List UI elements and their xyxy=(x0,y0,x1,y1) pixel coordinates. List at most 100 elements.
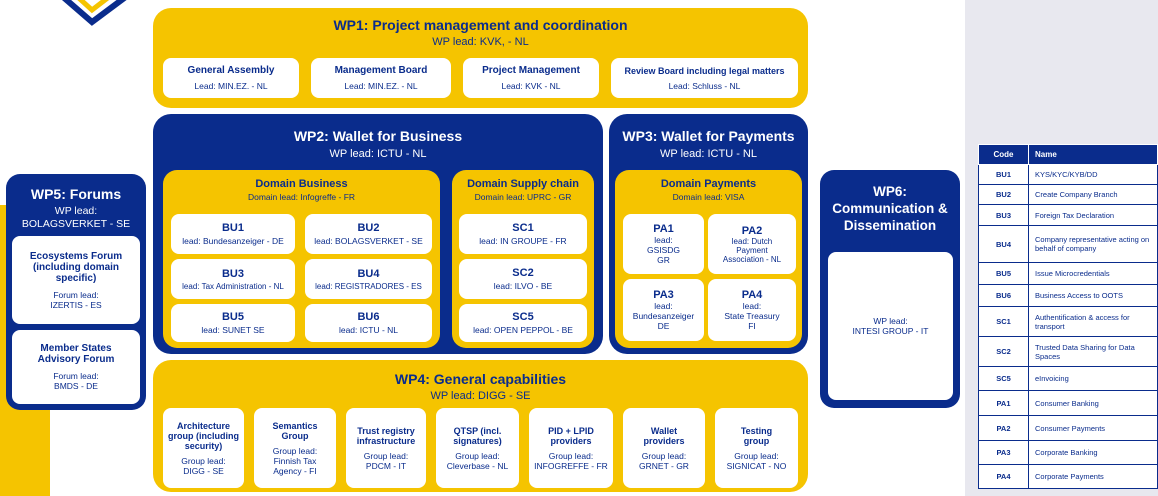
row-code: BU2 xyxy=(978,184,1029,205)
row-name: Trusted Data Sharing for Data Spaces xyxy=(1028,336,1158,367)
pa1-card[interactable]: PA1 lead: GSISDG GR xyxy=(623,214,704,274)
pa-lead-2: Payment xyxy=(736,245,768,255)
bu-code: BU3 xyxy=(221,267,244,280)
wp1-box-general-assembly[interactable]: General Assembly Lead: MIN.EZ. - NL xyxy=(163,58,299,98)
wp4-group-semantics[interactable]: Semantics Group Group lead: Finnish Tax … xyxy=(254,408,336,488)
row-code: PA4 xyxy=(978,464,1029,489)
bu-lead: lead: SUNET SE xyxy=(201,325,265,335)
bu5-card[interactable]: BU5 lead: SUNET SE xyxy=(171,304,295,342)
row-code: BU5 xyxy=(978,262,1029,285)
wp6-lead-2: INTESI GROUP - IT xyxy=(852,326,929,336)
bu-code: BU2 xyxy=(357,222,380,234)
group-name: Testing group xyxy=(740,425,773,446)
box-name: Review Board including legal matters xyxy=(624,65,785,76)
sc5-card[interactable]: SC5 lead: OPEN PEPPOL - BE xyxy=(459,304,587,342)
pa-lead-3: DE xyxy=(657,321,670,331)
wp1-box-management-board[interactable]: Management Board Lead: MIN.EZ. - NL xyxy=(311,58,451,98)
row-name: Consumer Payments xyxy=(1028,415,1158,441)
pa2-card[interactable]: PA2 lead: Dutch Payment Association - NL xyxy=(708,214,796,274)
group-name: PID + LPID providers xyxy=(548,425,594,446)
wp1-box-review-board[interactable]: Review Board including legal matters Lea… xyxy=(611,58,798,98)
box-lead: Lead: MIN.EZ. - NL xyxy=(194,81,268,91)
column-header-name: Name xyxy=(1028,144,1158,165)
forum-ecosystems[interactable]: Ecosystems Forum (including domain speci… xyxy=(12,236,140,324)
domain-business-lead: Domain lead: Infogreffe - FR xyxy=(247,192,356,202)
group-name: QTSP (incl. signatures) xyxy=(453,425,502,446)
row-name: Corporate Banking xyxy=(1028,440,1158,465)
bu-lead: lead: Tax Administration - NL xyxy=(182,281,284,291)
forum-member-states[interactable]: Member States Advisory Forum Forum lead:… xyxy=(12,330,140,404)
group-lead: Group lead: DIGG - SE xyxy=(181,455,226,476)
bu-lead: lead: BOLAGSVERKET - SE xyxy=(314,236,423,246)
bu4-card[interactable]: BU4 lead: REGISTRADORES - ES xyxy=(305,259,432,299)
pa4-card[interactable]: PA4 lead: State Treasury FI xyxy=(708,279,796,341)
bu1-card[interactable]: BU1 lead: Bundesanzeiger - DE xyxy=(171,214,295,254)
wp4-group-pid[interactable]: PID + LPID providers Group lead: INFOGRE… xyxy=(529,408,613,488)
row-code: SC2 xyxy=(978,336,1029,367)
domain-supply-lead: Domain lead: UPRC - GR xyxy=(474,192,572,202)
sc1-card[interactable]: SC1 lead: IN GROUPE - FR xyxy=(459,214,587,254)
box-lead: Lead: MIN.EZ. - NL xyxy=(344,81,418,91)
row-code: PA3 xyxy=(978,440,1029,465)
bu-code: BU6 xyxy=(357,311,380,323)
wp4-group-wallet-providers[interactable]: Wallet providers Group lead: GRNET - GR xyxy=(623,408,705,488)
wp5-title: WP5: Forums xyxy=(30,186,122,202)
row-name: KYS/KYC/KYB/DD xyxy=(1028,164,1158,185)
wp4-title: WP4: General capabilities xyxy=(394,371,567,387)
wp1-box-project-management[interactable]: Project Management Lead: KVK - NL xyxy=(463,58,599,98)
bu3-card[interactable]: BU3 lead: Tax Administration - NL xyxy=(171,259,295,299)
sc-lead: lead: IN GROUPE - FR xyxy=(479,236,567,246)
bu2-card[interactable]: BU2 lead: BOLAGSVERKET - SE xyxy=(305,214,432,254)
forum-lead-1: Forum lead: xyxy=(53,289,99,300)
group-name: Trust registry infrastructure xyxy=(356,425,416,446)
group-lead: Group lead: Cleverbase - NL xyxy=(446,450,509,471)
wp6-title: WP6: Communication & Dissemination xyxy=(832,184,948,233)
wp4-group-qtsp[interactable]: QTSP (incl. signatures) Group lead: Clev… xyxy=(436,408,519,488)
pa-lead-1: lead: xyxy=(654,235,673,245)
pa-code: PA4 xyxy=(741,289,763,301)
sc-code: SC1 xyxy=(512,222,534,234)
box-lead: Lead: KVK - NL xyxy=(501,81,561,91)
group-lead: Group lead: PDCM - IT xyxy=(363,450,409,471)
bu-lead: lead: REGISTRADORES - ES xyxy=(315,281,422,291)
row-code: BU6 xyxy=(978,284,1029,307)
wp3-title: WP3: Wallet for Payments xyxy=(622,128,795,144)
row-name: Issue Microcredentials xyxy=(1028,262,1158,285)
group-lead: Group lead: GRNET - GR xyxy=(639,450,689,471)
row-code: PA1 xyxy=(978,390,1029,416)
row-name: Corporate Payments xyxy=(1028,464,1158,489)
bu6-card[interactable]: BU6 lead: ICTU - NL xyxy=(305,304,432,342)
wp5-lead-1: WP lead: xyxy=(54,205,98,217)
wp6-lead-card[interactable]: WP lead: INTESI GROUP - IT xyxy=(828,252,953,400)
row-code: SC1 xyxy=(978,306,1029,337)
sc2-card[interactable]: SC2 lead: ILVO - BE xyxy=(459,259,587,299)
row-code: PA2 xyxy=(978,415,1029,441)
domain-payments-title: Domain Payments xyxy=(660,178,757,190)
column-header-code: Code xyxy=(978,144,1029,165)
group-name: Semantics Group xyxy=(272,420,318,441)
pa3-card[interactable]: PA3 lead: Bundesanzeiger DE xyxy=(623,279,704,341)
pa-lead-2: GSISDG xyxy=(646,245,681,255)
wp4-group-testing[interactable]: Testing group Group lead: SIGNICAT - NO xyxy=(715,408,798,488)
box-lead: Lead: Schluss - NL xyxy=(668,80,741,91)
row-name: Authentification & access for transport xyxy=(1028,306,1158,337)
forum-name: Ecosystems Forum (including domain speci… xyxy=(29,250,123,284)
wp2-lead: WP lead: ICTU - NL xyxy=(329,148,427,160)
wp4-group-trust-registry[interactable]: Trust registry infrastructure Group lead… xyxy=(346,408,426,488)
wp4-group-architecture[interactable]: Architecture group (including security) … xyxy=(163,408,244,488)
pa-code: PA3 xyxy=(653,289,674,301)
row-name: Foreign Tax Declaration xyxy=(1028,204,1158,226)
row-code: BU3 xyxy=(978,204,1029,226)
row-name: Consumer Banking xyxy=(1028,390,1158,416)
pa-lead-1: lead: xyxy=(654,301,673,311)
